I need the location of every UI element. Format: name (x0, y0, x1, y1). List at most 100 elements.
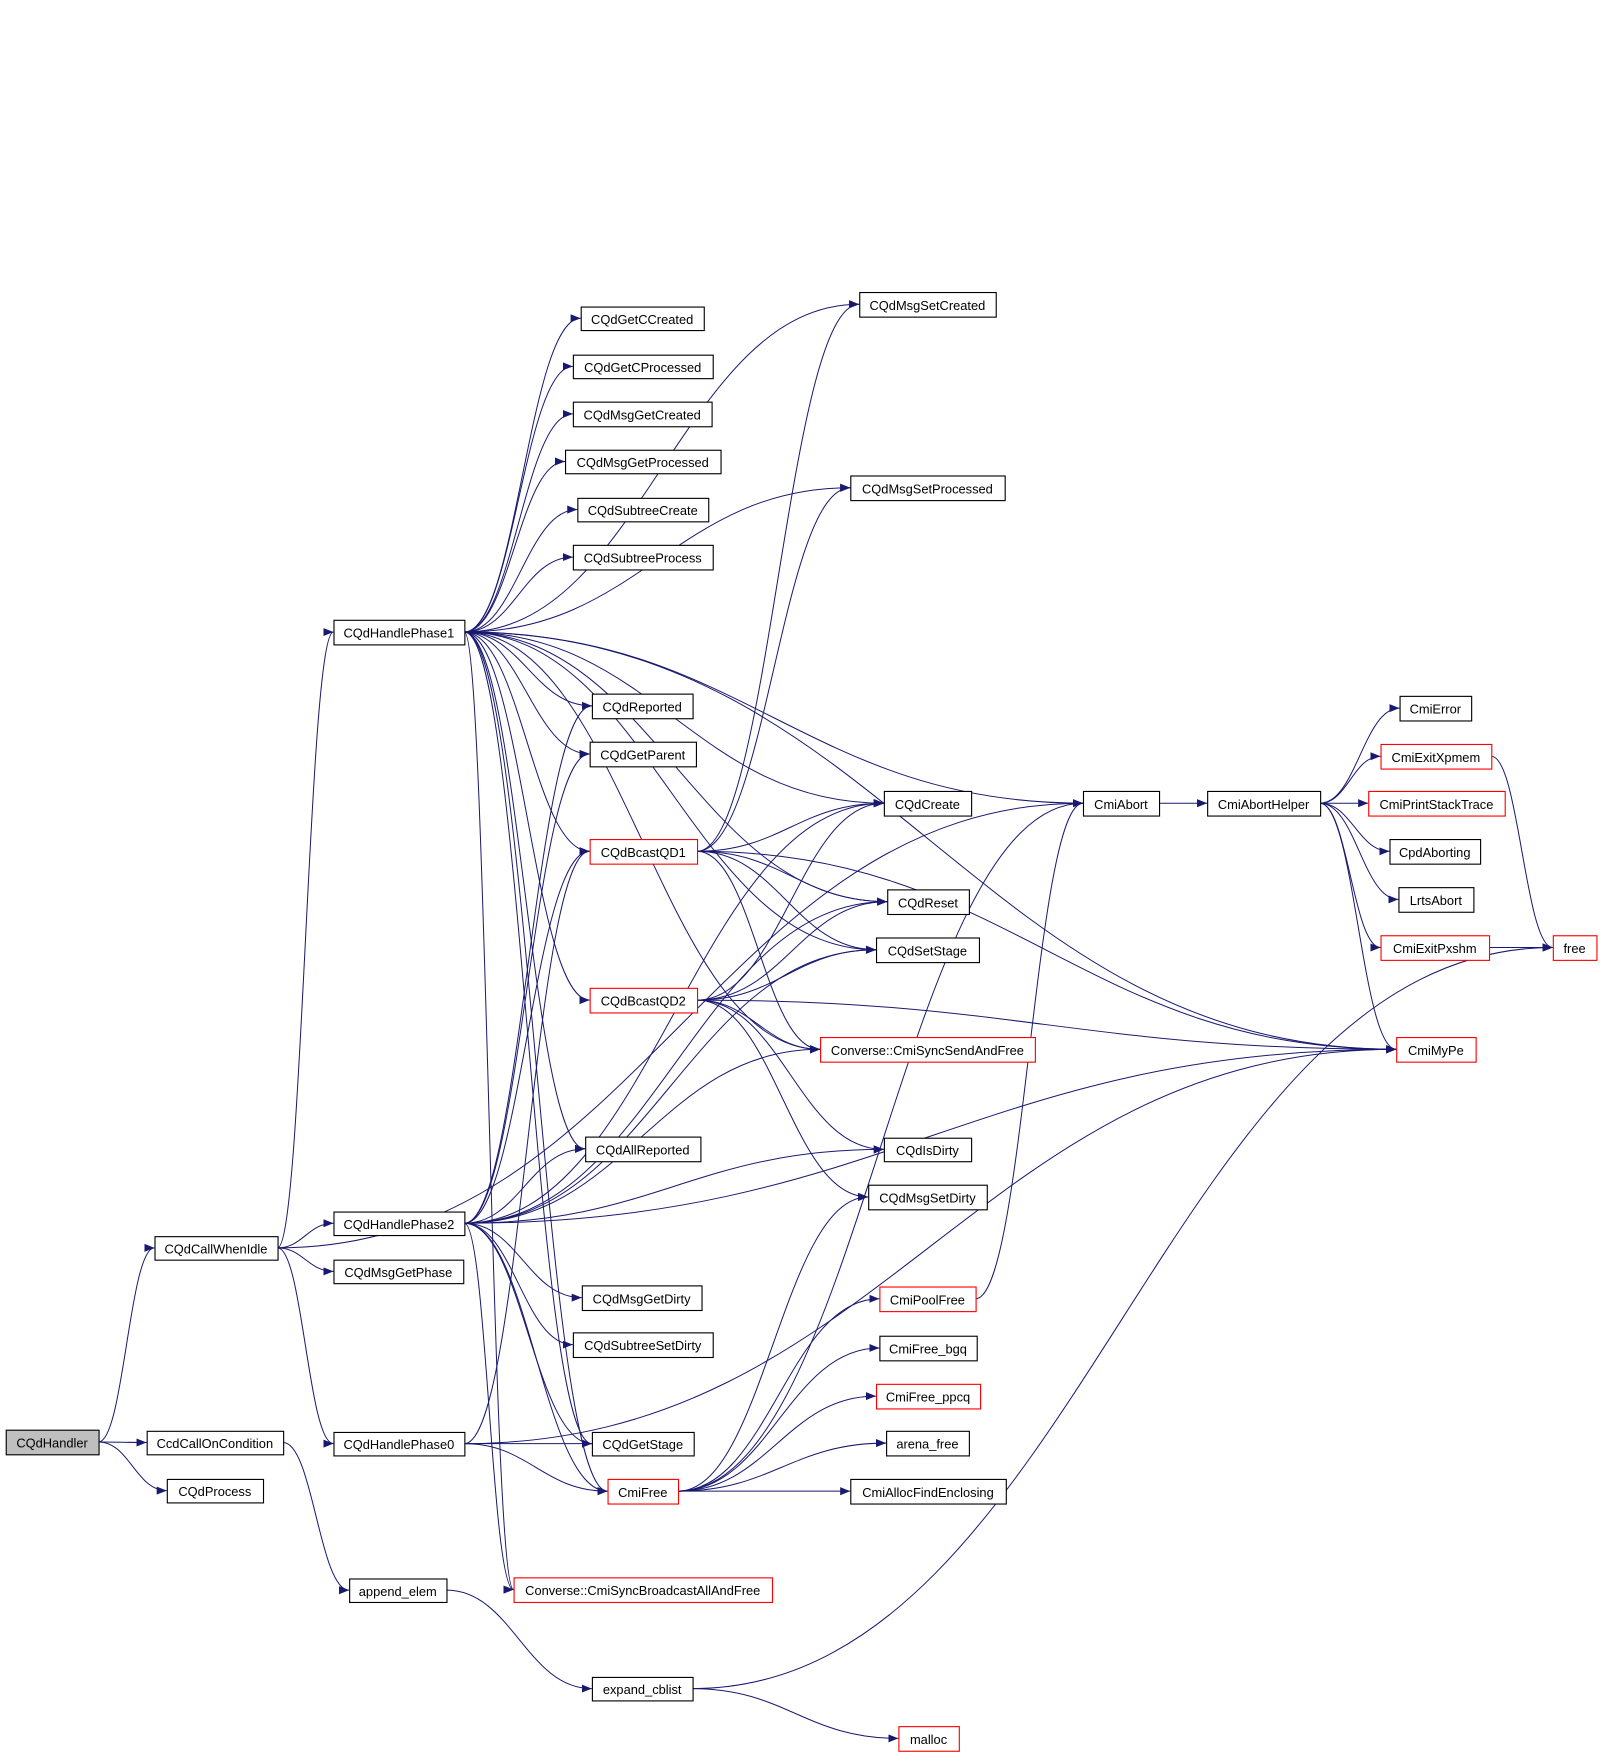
node-cqd-bcast-qd1[interactable]: CQdBcastQD1 (589, 838, 699, 865)
node-box (146, 1430, 285, 1456)
edge-cqd-bcast-qd1-to-cmi-my-pe (696, 850, 1397, 1054)
node-cqd-set-stage[interactable]: CQdSetStage (875, 937, 981, 964)
node-cmi-abort[interactable]: CmiAbort (1082, 790, 1161, 817)
edge-expand-cblist-to-malloc (692, 1688, 899, 1743)
node-box (349, 1578, 448, 1604)
node-cqd-msg-get-dirty[interactable]: CQdMsgGetDirty (581, 1285, 703, 1312)
node-cqd-process[interactable]: CQdProcess (166, 1478, 265, 1504)
node-label: CQdSetStage (888, 943, 967, 958)
edge-ccd-call-on-condition-to-append-elem (283, 1442, 350, 1595)
node-cqd-msg-set-processed[interactable]: CQdMsgSetProcessed (850, 475, 1006, 502)
node-malloc[interactable]: malloc (898, 1726, 960, 1752)
edge-cqd-handle-phase2-to-cqd-get-parent (464, 750, 590, 1224)
edge-cmi-free-to-cmi-free-ppcq (677, 1392, 876, 1492)
node-cmi-sync-send-and-free[interactable]: Converse::CmiSyncSendAndFree (820, 1036, 1036, 1063)
edge-cmi-free-to-cmi-free-bgq (677, 1343, 880, 1492)
edge-cqd-call-when-idle-to-cqd-handle-phase2 (277, 1219, 334, 1249)
node-label: Converse::CmiSyncSendAndFree (831, 1043, 1024, 1058)
node-label: CQdGetCCreated (591, 312, 693, 327)
edge-cqd-bcast-qd2-to-cqd-is-dirty (696, 999, 884, 1154)
node-label: CQdHandlePhase2 (343, 1217, 454, 1232)
edge-cqd-handle-phase2-to-cmi-free (464, 1222, 608, 1496)
node-cqd-call-when-idle[interactable]: CQdCallWhenIdle (154, 1236, 279, 1261)
edge-cmi-free-to-arena-free (677, 1439, 887, 1492)
edge-cqd-handle-phase1-to-cqd-get-cprocessed (464, 362, 573, 633)
node-label: CQdGetCProcessed (584, 360, 701, 375)
node-box (591, 693, 694, 720)
node-cqd-msg-get-processed[interactable]: CQdMsgGetProcessed (564, 449, 722, 475)
node-cqd-get-stage[interactable]: CQdGetStage (591, 1431, 695, 1457)
node-cmi-alloc-find-enclosing[interactable]: CmiAllocFindEnclosing (850, 1478, 1007, 1505)
node-cmi-exit-pxshm[interactable]: CmiExitPxshm (1380, 935, 1491, 961)
node-cmi-exit-xpmem[interactable]: CmiExitXpmem (1380, 743, 1493, 770)
node-label: CmiPrintStackTrace (1379, 797, 1493, 812)
node-cmi-sync-broadcast-all-and-free[interactable]: Converse::CmiSyncBroadcastAllAndFree (513, 1577, 774, 1604)
edge-cqd-bcast-qd2-to-cmi-my-pe (696, 999, 1397, 1054)
edge-cqd-bcast-qd1-to-cqd-msg-set-created (696, 300, 860, 852)
edge-cqd-handle-phase2-to-cqd-reset (464, 897, 888, 1224)
node-cmi-free[interactable]: CmiFree (607, 1478, 680, 1505)
node-box (333, 1211, 466, 1237)
edge-cqd-handle-phase2-to-cqd-get-stage (464, 1222, 592, 1448)
node-cqd-handle-phase2[interactable]: CQdHandlePhase2 (333, 1211, 466, 1237)
node-label: CcdCallOnCondition (157, 1436, 274, 1451)
node-cqd-msg-set-created[interactable]: CQdMsgSetCreated (859, 291, 997, 318)
node-free[interactable]: free (1552, 935, 1598, 961)
node-lrts-abort[interactable]: LrtsAbort (1398, 887, 1475, 913)
node-cmi-free-ppcq[interactable]: CmiFree_ppcq (875, 1383, 982, 1410)
node-cmi-free-bgq[interactable]: CmiFree_bgq (879, 1335, 978, 1362)
node-cmi-print-stack-trace[interactable]: CmiPrintStackTrace (1368, 790, 1506, 817)
edge-cqd-handle-phase1-to-cqd-get-ccreated (464, 314, 581, 633)
node-cqd-create[interactable]: CQdCreate (883, 790, 973, 817)
node-cqd-handler[interactable]: CQdHandler (5, 1429, 100, 1456)
node-arena-free[interactable]: arena_free (886, 1430, 970, 1457)
edge-cmi-abort-helper-to-cpd-aborting (1320, 802, 1390, 856)
node-label: CQdAllReported (596, 1142, 690, 1157)
node-cpd-aborting[interactable]: CpdAborting (1389, 838, 1482, 865)
node-cqd-get-cprocessed[interactable]: CQdGetCProcessed (572, 354, 714, 380)
node-box (859, 291, 997, 318)
node-cqd-handle-phase1[interactable]: CQdHandlePhase1 (333, 619, 466, 646)
node-cmi-abort-helper[interactable]: CmiAbortHelper (1207, 790, 1322, 817)
edge-cqd-bcast-qd1-to-cmi-sync-send-and-free (696, 850, 821, 1054)
node-box (875, 937, 981, 964)
node-label: CQdGetParent (600, 748, 685, 763)
node-cqd-bcast-qd2[interactable]: CQdBcastQD2 (589, 987, 699, 1014)
node-label: CQdBcastQD1 (601, 845, 686, 860)
node-cqd-subtree-process[interactable]: CQdSubtreeProcess (572, 544, 714, 571)
node-label: CQdGetStage (602, 1437, 683, 1452)
node-label: CQdMsgGetProcessed (577, 455, 709, 470)
node-label: CQdMsgGetDirty (593, 1291, 691, 1306)
node-cqd-subtree-set-dirty[interactable]: CQdSubtreeSetDirty (572, 1332, 714, 1359)
edge-cqd-handle-phase2-to-cmi-sync-send-and-free (464, 1045, 821, 1224)
edge-cqd-handle-phase0-to-cmi-my-pe (464, 1045, 1397, 1445)
node-cqd-handle-phase0[interactable]: CQdHandlePhase0 (333, 1431, 466, 1457)
edge-append-elem-to-expand-cblist (446, 1589, 592, 1693)
node-cqd-all-reported[interactable]: CQdAllReported (585, 1136, 702, 1163)
node-box (572, 544, 714, 571)
node-cmi-my-pe[interactable]: CmiMyPe (1396, 1036, 1477, 1063)
node-cqd-reported[interactable]: CQdReported (591, 693, 694, 720)
node-box (883, 1137, 973, 1163)
edge-cqd-handle-phase1-to-cqd-get-parent (464, 631, 590, 758)
node-cqd-reset[interactable]: CQdReset (887, 889, 970, 916)
edge-cqd-bcast-qd1-to-cqd-msg-set-processed (696, 483, 851, 852)
node-label: expand_cblist (603, 1682, 682, 1697)
node-cmi-error[interactable]: CmiError (1399, 695, 1473, 722)
node-cqd-subtree-create[interactable]: CQdSubtreeCreate (577, 497, 710, 523)
node-label: CQdMsgGetCreated (584, 408, 701, 423)
node-cmi-pool-free[interactable]: CmiPoolFree (879, 1286, 977, 1313)
node-append-elem[interactable]: append_elem (349, 1578, 448, 1604)
node-label: CmiExitXpmem (1392, 750, 1481, 765)
edges-layer (98, 300, 1553, 1743)
node-cqd-msg-get-created[interactable]: CQdMsgGetCreated (572, 401, 713, 428)
node-cqd-get-ccreated[interactable]: CQdGetCCreated (580, 306, 705, 332)
node-expand-cblist[interactable]: expand_cblist (591, 1676, 694, 1702)
edge-cmi-abort-helper-to-cmi-error (1320, 704, 1400, 804)
node-cqd-is-dirty[interactable]: CQdIsDirty (883, 1137, 973, 1163)
node-box (883, 790, 973, 817)
node-cqd-msg-get-phase[interactable]: CQdMsgGetPhase (333, 1259, 465, 1285)
node-cqd-get-parent[interactable]: CQdGetParent (589, 741, 697, 768)
node-ccd-call-on-condition[interactable]: CcdCallOnCondition (146, 1430, 285, 1456)
node-cqd-msg-set-dirty[interactable]: CQdMsgSetDirty (868, 1184, 988, 1211)
